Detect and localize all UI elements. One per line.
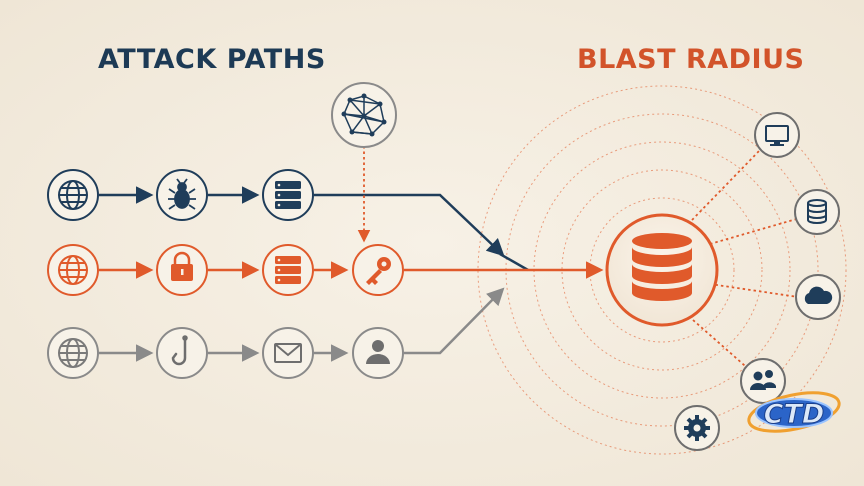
orange-server-node — [262, 244, 314, 296]
blast-ring — [477, 85, 847, 455]
server-icon — [275, 256, 301, 284]
grey-path — [99, 287, 505, 362]
mesh-node — [331, 82, 397, 148]
globe-icon — [58, 338, 88, 368]
ctd-logo: CTD — [747, 391, 841, 433]
gear-icon — [684, 415, 710, 441]
database-icon — [807, 199, 827, 224]
svg-text:CTD: CTD — [764, 399, 825, 430]
envelope-icon — [274, 343, 302, 363]
globe-icon — [58, 180, 88, 210]
fishhook-icon — [171, 335, 188, 366]
blast-target-users — [740, 358, 786, 404]
monitor-icon — [765, 125, 789, 146]
blast-target-gear — [674, 405, 720, 451]
orange-key-node — [352, 244, 404, 296]
lock-icon — [171, 251, 193, 281]
navy-globe-node — [47, 169, 99, 221]
navy-bug-node — [156, 169, 208, 221]
orange-lock-node — [156, 244, 208, 296]
users-icon — [750, 370, 776, 390]
database-icon — [632, 233, 692, 301]
blast-ring — [561, 169, 763, 371]
blast-links — [691, 149, 801, 373]
grey-globe-node — [47, 327, 99, 379]
blast-target-monitor — [754, 112, 800, 158]
grey-hook-node — [156, 327, 208, 379]
navy-path — [99, 186, 529, 272]
orange-globe-node — [47, 244, 99, 296]
globe-icon — [58, 255, 88, 285]
navy-server-node — [262, 169, 314, 221]
grey-user-node — [352, 327, 404, 379]
server-icon — [275, 181, 301, 209]
blast-target-database — [794, 189, 840, 235]
user-icon — [366, 340, 390, 364]
blast-radius-title: BLAST RADIUS — [577, 44, 805, 75]
cloud-icon — [804, 286, 833, 304]
blast-ring — [505, 113, 819, 427]
network-mesh-icon — [341, 93, 387, 137]
grey-mail-node — [262, 327, 314, 379]
target-database-node — [605, 213, 719, 327]
blast-target-cloud — [795, 274, 841, 320]
attack-paths-title: ATTACK PATHS — [98, 44, 326, 75]
bug-icon — [168, 178, 196, 210]
key-icon — [366, 257, 391, 285]
